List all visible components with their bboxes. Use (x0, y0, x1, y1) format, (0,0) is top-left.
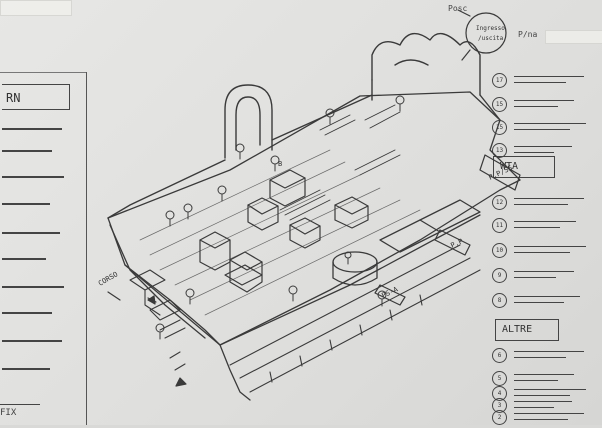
entrance-bubble-line1: Ingresso (476, 25, 505, 32)
legend-line (514, 198, 584, 200)
legend-line (514, 123, 586, 125)
legend-line (514, 374, 574, 376)
legend-line (514, 357, 566, 359)
legend-marker: 15 (492, 97, 602, 115)
left-legend-footer: FIX (0, 404, 40, 418)
back-wall-arches (107, 32, 501, 219)
left-legend-panel (0, 72, 87, 425)
legend-line (514, 246, 586, 248)
legend-line (514, 129, 570, 131)
legend-line (514, 82, 566, 84)
right-legend-box-lower: ALTRE (495, 319, 559, 341)
masking-tape (545, 30, 602, 44)
legend-marker-number: 10 (492, 243, 507, 258)
legend-line (514, 252, 570, 254)
flow-arrows (107, 291, 187, 387)
legend-line (2, 232, 60, 234)
legend-marker: 5 (492, 371, 602, 389)
legend-line (514, 302, 564, 304)
legend-marker: 9 (492, 268, 602, 286)
map-pins (155, 95, 405, 340)
entrance-bubble (457, 9, 507, 61)
legend-line (514, 76, 584, 78)
legend-marker-number: 12 (492, 195, 507, 210)
front-corridor (229, 244, 481, 393)
room-label: B (278, 160, 282, 168)
left-entrance (129, 269, 186, 371)
legend-line (2, 176, 64, 178)
legend-marker: 13 (492, 143, 602, 161)
legend-line (514, 395, 570, 397)
legend-line (514, 204, 568, 206)
legend-marker: 12 (492, 195, 602, 213)
exhibit-blocks (199, 169, 369, 293)
legend-line (2, 286, 64, 288)
legend-line (2, 203, 50, 205)
legend-line (514, 106, 558, 108)
legend-marker: 10 (492, 243, 602, 261)
legend-line (514, 227, 560, 229)
legend-line (514, 271, 574, 273)
legend-line (514, 100, 574, 102)
legend-line (514, 389, 586, 391)
legend-line (514, 296, 580, 298)
legend-marker-number: 17 (492, 73, 507, 88)
legend-line (514, 221, 576, 223)
top-note-left: Posc (448, 4, 468, 13)
legend-marker-number: 13 (492, 143, 507, 158)
legend-line (514, 419, 568, 421)
legend-marker-number: 9 (492, 268, 507, 283)
legend-line (2, 128, 62, 130)
legend-marker-number: 8 (492, 293, 507, 308)
legend-line (514, 401, 572, 403)
legend-marker-number: 15 (492, 97, 507, 112)
legend-marker-number: 5 (492, 371, 507, 386)
legend-line (2, 150, 52, 152)
legend-line (514, 351, 584, 353)
corridor-label: PS-A (380, 285, 399, 300)
legend-marker: 11 (492, 218, 602, 236)
legend-line (2, 312, 52, 314)
right-rotunda (332, 199, 481, 286)
legend-line (514, 146, 572, 148)
legend-marker: 6 (492, 348, 602, 366)
legend-marker-number: 11 (492, 218, 507, 233)
legend-line (2, 368, 50, 370)
legend-line (514, 152, 554, 154)
right-legend-box-upper: WTA (493, 156, 555, 178)
legend-line (2, 340, 62, 342)
wing-label: P.P/SS (487, 164, 513, 182)
legend-line (2, 258, 46, 260)
masking-tape (0, 0, 72, 16)
entrance-bubble-line2: /uscita (478, 35, 504, 42)
left-legend-header: RN (2, 84, 70, 110)
legend-line (514, 380, 558, 382)
legend-line (514, 413, 584, 415)
legend-line (514, 277, 556, 279)
panel-edge (0, 72, 86, 73)
legend-line (514, 407, 554, 409)
entrance-label: CORSO (97, 270, 119, 287)
display-cases (279, 104, 401, 221)
right-wing (374, 154, 521, 306)
floor-hatching (139, 149, 421, 316)
legend-marker: 8 (492, 293, 602, 311)
legend-marker-number: 6 (492, 348, 507, 363)
legend-marker: 17 (492, 73, 602, 91)
wing-label-2: P.P (449, 237, 464, 250)
top-note-right: P/na (518, 30, 538, 39)
